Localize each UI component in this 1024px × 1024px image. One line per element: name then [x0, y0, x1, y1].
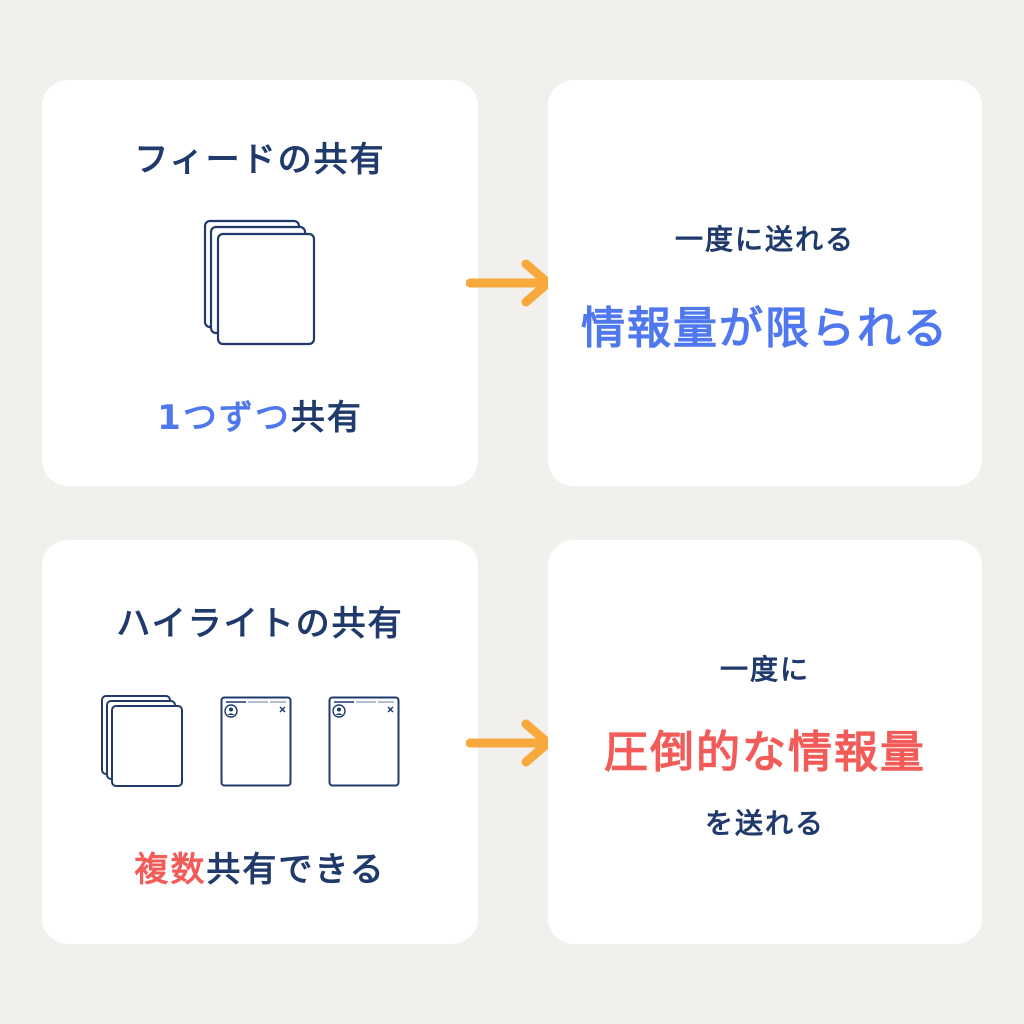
highlight-share-title: ハイライトの共有	[116, 604, 404, 644]
story-card-icon	[328, 696, 400, 787]
right-arrow-icon	[466, 259, 553, 307]
highlight-result-card: 一度に 圧倒的な情報量 を送れる	[548, 540, 982, 944]
feed-result-card: 一度に送れる 情報量が限られる	[548, 80, 982, 486]
right-arrow-icon	[466, 719, 553, 767]
highlight-result-line2: 圧倒的な情報量	[604, 727, 926, 778]
feed-share-caption: 1つずつ共有	[42, 390, 478, 439]
feed-share-title: フィードの共有	[134, 140, 386, 180]
story-card-icon	[220, 696, 292, 787]
highlight-result-line3: を送れる	[704, 807, 825, 840]
feed-result-line2: 情報量が限られる	[581, 303, 949, 354]
highlight-share-caption: 複数共有できる	[42, 842, 478, 891]
highlight-result-line1: 一度に	[719, 653, 810, 686]
caption-rest: 共有できる	[206, 850, 386, 890]
feed-share-card: フィードの共有 1つずつ共有	[42, 80, 478, 486]
caption-highlight: 1つずつ	[157, 398, 291, 438]
stacked-pages-icon	[203, 219, 316, 346]
caption-rest: 共有	[290, 398, 363, 438]
feed-result-line1: 一度に送れる	[674, 223, 855, 256]
caption-highlight: 複数	[134, 850, 207, 890]
highlight-share-card: ハイライトの共有 複数共有できる	[42, 540, 478, 944]
stacked-pages-icon	[101, 695, 183, 787]
